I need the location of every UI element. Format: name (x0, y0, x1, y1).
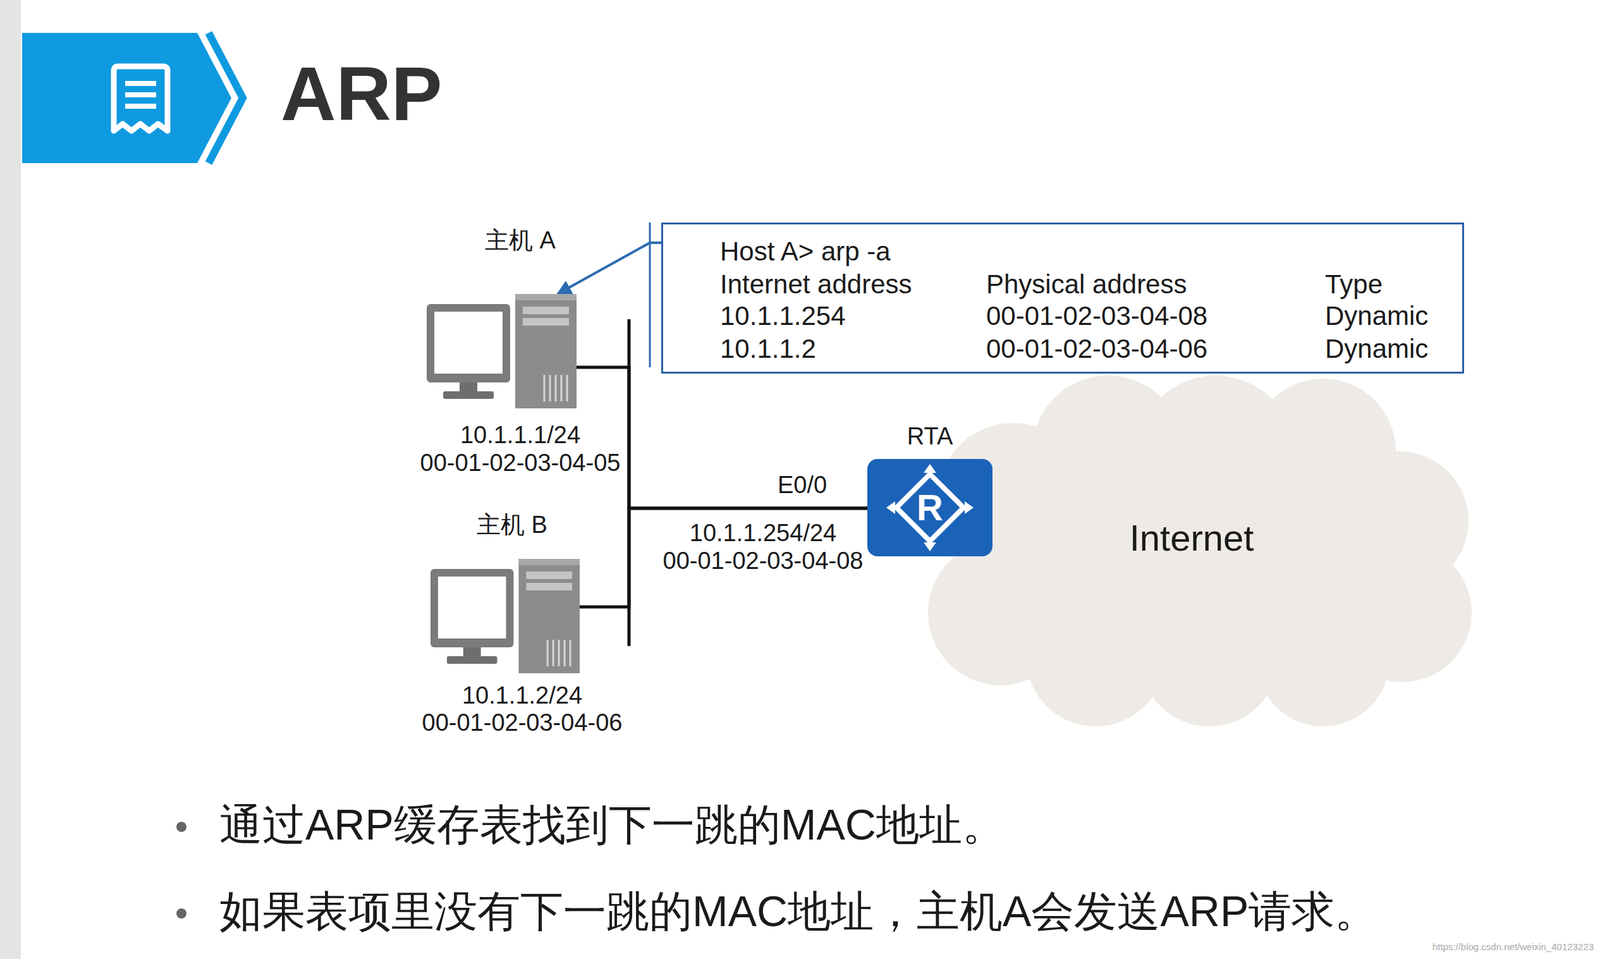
tower-vent (560, 374, 563, 402)
mac-address: 00-01-02-03-04-05 (420, 449, 621, 478)
monitor-neck (463, 647, 482, 657)
interface-name: E0/0 (777, 471, 827, 500)
watermark: https://blog.csdn.net/weixin_40123223 (1432, 941, 1594, 953)
tower-vent (563, 639, 566, 667)
side-strip (0, 0, 21, 959)
slide-title: ARP (280, 55, 442, 133)
router-symbol-letter: R (916, 486, 944, 530)
router-diamond (896, 474, 964, 542)
bullet-dot (176, 821, 187, 832)
monitor-neck (459, 382, 478, 392)
router: RTAR (867, 458, 993, 557)
tower-vent (552, 639, 555, 667)
router-arrow-tip (964, 501, 974, 514)
document-icon-line (125, 92, 157, 98)
connector (579, 508, 868, 607)
host-computer: 主机 A10.1.1.1/2400-01-02-03-04-05 (426, 293, 577, 409)
table-cell: Dynamic (1325, 333, 1429, 365)
table-header: Physical address (986, 268, 1187, 301)
document-icon-line (125, 103, 157, 109)
router-arrow-tip (923, 464, 937, 473)
pc-tower-top (515, 293, 577, 301)
table-header: Type (1325, 268, 1383, 301)
bullet-text: 如果表项里没有下一跳的MAC地址，主机A会发送ARP请求。 (219, 886, 1378, 936)
drive-bay (525, 582, 573, 591)
cloud-label: Internet (1129, 517, 1255, 560)
router-arrow-tip (923, 542, 937, 552)
tower-vent (569, 639, 572, 667)
host-name: 主机 A (484, 226, 556, 255)
tower-vent (546, 639, 549, 667)
bullet-text: 通过ARP缓存表找到下一跳的MAC地址。 (219, 799, 1006, 849)
pc-tower-top (518, 558, 580, 566)
document-icon (113, 66, 168, 131)
header-band (22, 32, 232, 164)
mac-address: 00-01-02-03-04-06 (422, 709, 623, 738)
host-name: 主机 B (476, 511, 548, 540)
monitor-screen (434, 311, 503, 374)
monitor-screen (438, 576, 507, 639)
router-arrow-tip (886, 501, 896, 514)
monitor-frame (426, 304, 511, 383)
tower-vent (555, 374, 557, 402)
ip-address: 10.1.1.1/24 (460, 421, 581, 450)
drive-bay (522, 317, 569, 326)
table-cell: 10.1.1.2 (720, 333, 817, 365)
pc-tower (518, 558, 580, 674)
interface-mac: 00-01-02-03-04-08 (663, 547, 864, 576)
drive-bay (522, 306, 569, 315)
header-chevron (208, 32, 243, 164)
tower-vent (549, 374, 552, 402)
host-illustration (426, 293, 577, 409)
table-cell: 00-01-02-03-04-08 (986, 300, 1208, 332)
tower-vent (558, 639, 561, 667)
pc-tower (515, 293, 577, 409)
table-cell: Dynamic (1325, 300, 1429, 332)
monitor-base (443, 391, 494, 399)
table-cell: 00-01-02-03-04-06 (986, 333, 1208, 365)
monitor-base (446, 656, 498, 664)
tower-vent (566, 374, 569, 402)
drive-bay (525, 571, 573, 580)
internet-cloud: Internet (918, 372, 1475, 730)
cloud-shape (928, 375, 1472, 727)
arp-table-callout: Host A> arp -aInternet address Physical a… (661, 222, 1465, 374)
interface-ip: 10.1.1.254/24 (689, 519, 837, 548)
table-cell: 10.1.1.254 (720, 300, 846, 332)
router-name: RTA (907, 422, 954, 451)
cloud-bump (928, 539, 1074, 686)
connector (557, 242, 662, 294)
table-header: Internet address (720, 268, 913, 301)
tower-vent (543, 374, 546, 402)
ip-address: 10.1.1.2/24 (462, 682, 583, 710)
host-computer: 主机 B10.1.1.2/2400-01-02-03-04-06 (430, 558, 580, 674)
monitor-frame (430, 568, 514, 648)
bullet-dot (176, 908, 187, 919)
command-line: Host A> arp -a (720, 235, 891, 268)
connector (576, 367, 868, 509)
host-illustration (430, 558, 580, 674)
document-icon-line (125, 80, 157, 86)
